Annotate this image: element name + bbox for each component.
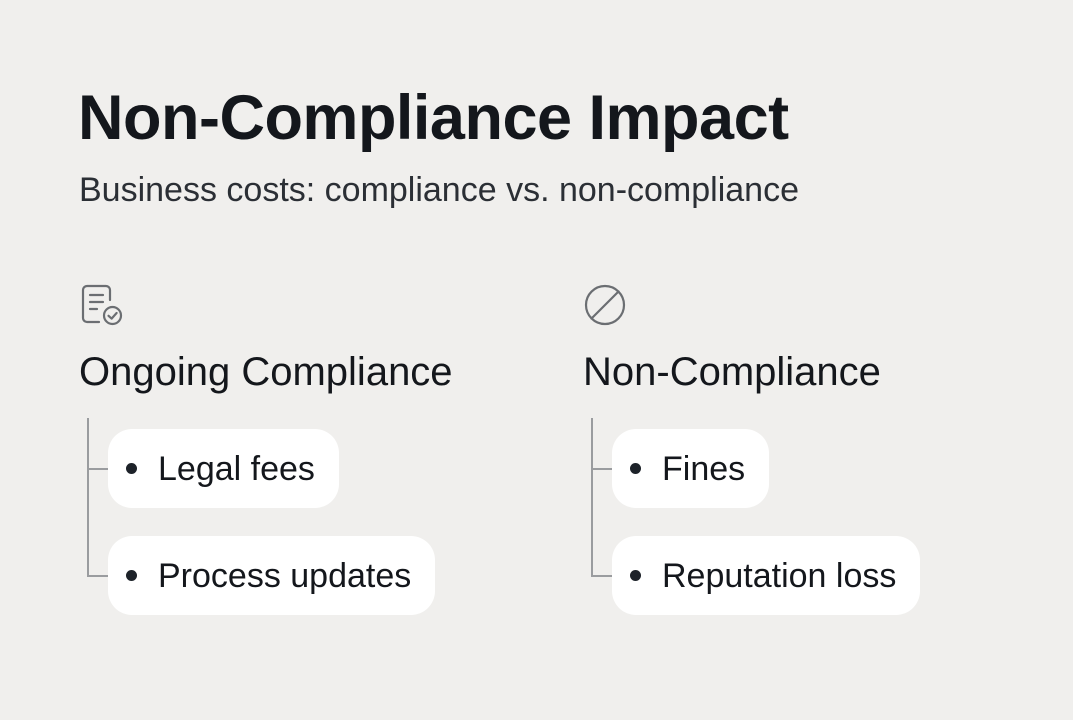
list-item: Fines [612,429,770,508]
column-heading: Ongoing Compliance [79,350,453,394]
list-item: Legal fees [108,429,339,508]
tree-branch [591,575,613,577]
tree-connector [591,418,593,576]
bullet-dot [126,463,137,474]
list-item-label: Process updates [158,556,412,595]
bullet-dot [126,570,137,581]
tree-branch [87,575,109,577]
column-ongoing-compliance: Ongoing Compliance Legal fees Process up… [79,282,539,642]
bullet-dot [630,570,641,581]
bullet-dot [630,463,641,474]
list-item-label: Fines [662,449,746,488]
document-check-icon [79,282,125,328]
list-item: Reputation loss [612,536,921,615]
tree-branch [591,468,613,470]
list-item-label: Legal fees [158,449,315,488]
prohibited-icon [583,282,629,328]
page-title: Non-Compliance Impact [78,83,789,153]
tree-connector [87,418,89,576]
tree-branch [87,468,109,470]
column-heading: Non-Compliance [583,350,881,394]
page-subtitle: Business costs: compliance vs. non-compl… [79,171,799,209]
column-non-compliance: Non-Compliance Fines Reputation loss [583,282,1043,642]
list-item-label: Reputation loss [662,556,897,595]
list-item: Process updates [108,536,436,615]
